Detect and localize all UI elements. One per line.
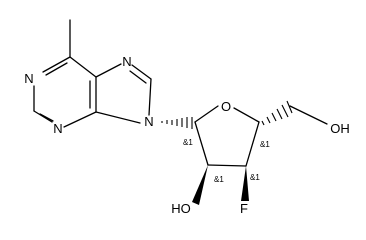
atom-c2-hydroxyl: HO: [171, 201, 191, 216]
bond-c5-n7: [95, 63, 122, 78]
atom-n-left: N: [53, 121, 62, 136]
bond-c2-n3-inner: [39, 113, 54, 122]
bond-c6-n1-inner: [45, 62, 68, 76]
bond-c1-o4: [194, 105, 219, 123]
hashed-bond-c4-c5: [261, 100, 293, 126]
wedge-bond-c2-oh: [192, 165, 208, 205]
bond-c2-c1: [194, 121, 209, 166]
atom-fluorine: F: [240, 201, 248, 216]
atom-n-top-left: N: [24, 71, 33, 86]
bond-c5-c6: [69, 56, 97, 78]
stereo-label-c2: &1: [214, 175, 224, 184]
bond-o4-c4: [233, 107, 260, 123]
atom-n-imidazole-bottom: N: [144, 114, 153, 129]
stereo-label-c4: &1: [260, 140, 270, 149]
atom-hydroxymethyl-oh: OH: [330, 121, 350, 136]
bond-n9-c4: [95, 111, 141, 124]
bond-c2-n3: [33, 110, 53, 123]
stereo-label-c3: &1: [250, 173, 260, 182]
purine-ring: N N N N: [24, 19, 154, 136]
bond-n7-c8-inner: [129, 70, 147, 84]
bond-c8-n9: [148, 78, 152, 116]
bond-c6-n1: [42, 56, 71, 73]
wedge-bond-c3-f: [241, 166, 249, 201]
bond-c4-c3: [245, 121, 260, 167]
atom-ring-oxygen: O: [221, 99, 231, 114]
bond-n3-c4: [63, 111, 97, 128]
atom-n-imidazole-top: N: [122, 54, 131, 69]
stereo-label-c1: &1: [183, 138, 193, 147]
molecule-structure-diagram: N N N N: [24, 19, 350, 216]
sugar-ring: O OH HO F &1 &1 &1 &1: [161, 99, 350, 216]
hashed-bond-n9-c1: [161, 117, 193, 129]
bond-c3-c2: [207, 164, 247, 167]
bond-n7-c8: [131, 64, 152, 80]
bond-c5-o5: [289, 105, 328, 125]
